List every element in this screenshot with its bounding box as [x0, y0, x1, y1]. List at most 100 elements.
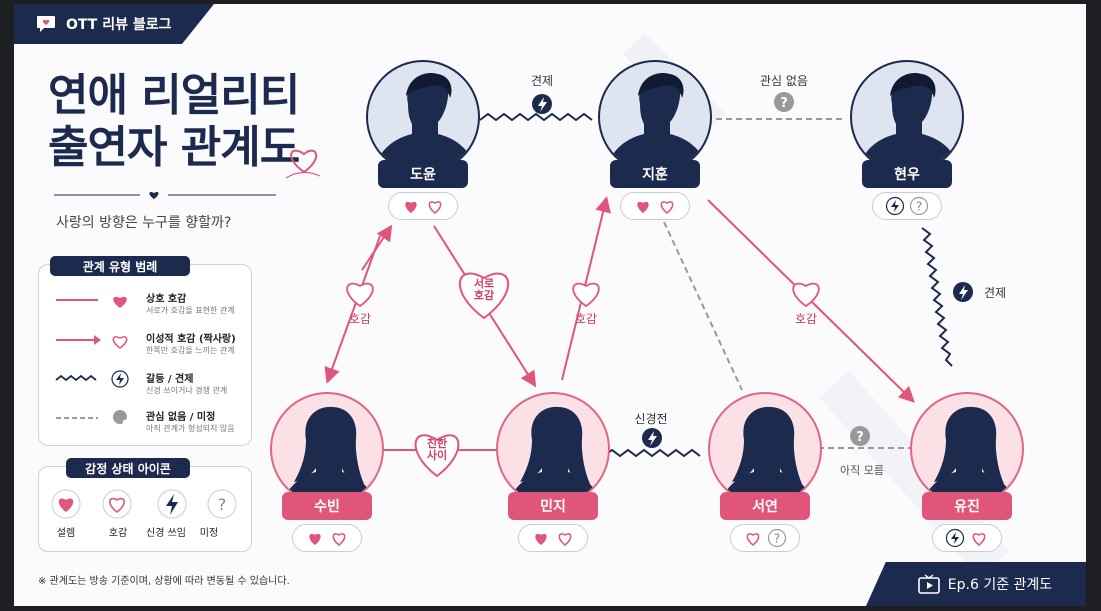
relation-label-doyun-jihun: 견제 — [530, 74, 554, 88]
relation-label-subin-minji: 친한 사이 — [426, 437, 448, 463]
emotion-legend-icons: ? — [51, 489, 237, 519]
filled-heart-icon — [58, 498, 74, 512]
legend-item-undecided: 관심 없음 / 미정 아직 관계가 형성되지 않음 — [146, 412, 235, 433]
title-divider — [54, 191, 276, 199]
emotion-label-like: 호감 — [108, 528, 128, 539]
question-icon — [850, 426, 870, 446]
heart-label-jihun-minji — [572, 282, 600, 308]
lightning-icon — [885, 196, 905, 216]
emotion-legend-labels: 설렘 호감 신경 쓰임 미정 — [46, 524, 246, 539]
emotion-label-annoyed: 신경 쓰임 — [146, 528, 186, 539]
outline-heart-icon — [660, 201, 674, 214]
filled-heart-icon — [535, 533, 547, 545]
relation-label-doyun-minji: 서로 호감 — [473, 277, 495, 303]
crush-line-doyun-arrow — [361, 224, 393, 271]
emotion-pill — [388, 192, 458, 220]
person-name: 유진 — [922, 492, 1012, 520]
relation-label-jihun-yujin: 호감 — [794, 312, 818, 326]
outline-heart-icon — [428, 201, 442, 214]
subtitle: 사랑의 방향은 누구를 향할까? — [56, 215, 232, 231]
heart-label-doyun-subin — [346, 282, 374, 308]
filled-heart-icon — [309, 533, 321, 545]
person-node-doyun: 도윤 — [366, 60, 480, 230]
blog-tag: OTT 리뷰 블로그 — [14, 4, 214, 44]
male-silhouette-icon — [366, 60, 480, 174]
footer-note: ※ 관계도는 방송 기준이며, 상황에 따라 변동될 수 있습니다. — [38, 576, 290, 587]
heart-label-jihun-yujin — [792, 282, 820, 308]
legend-item-conflict: 갈등 / 견제 신경 쓰이거나 경쟁 관계 — [146, 374, 228, 395]
female-silhouette-icon — [910, 392, 1024, 506]
episode-label: Ep.6 기준 관계도 — [947, 577, 1053, 593]
emotion-pill — [518, 524, 588, 552]
relation-label-seoyeon-yujin: 아직 모름 — [840, 464, 884, 477]
outline-heart-icon — [112, 336, 128, 349]
emotion-label-excited: 설렘 — [56, 528, 76, 539]
tv-icon — [917, 574, 940, 594]
question-icon — [774, 92, 794, 112]
person-name: 현우 — [862, 160, 952, 188]
relation-label-jihun-hyunwoo: 관심 없음 — [760, 74, 808, 88]
big-heart-friend — [414, 434, 460, 478]
speech-heart-icon — [36, 15, 56, 33]
lightning-icon — [945, 528, 965, 548]
blog-name: OTT 리뷰 블로그 — [66, 17, 172, 33]
emotion-label-undecided: 미정 — [199, 528, 219, 539]
person-node-hyunwoo: 현우? — [850, 60, 964, 230]
relation-label-minji-seoyeon: 신경전 — [634, 412, 668, 426]
person-name: 도윤 — [378, 160, 468, 188]
person-node-yujin: 유진 — [910, 392, 1024, 562]
filled-heart-icon — [637, 201, 649, 213]
emotion-legend-title: 감정 상태 아이콘 — [66, 458, 190, 478]
title-heart-icon — [285, 149, 321, 179]
emotion-pill — [620, 192, 690, 220]
filled-heart-icon — [113, 296, 127, 308]
crush-line-subin-doyun — [324, 235, 381, 384]
legend-symbols — [55, 296, 130, 427]
svg-text:?: ? — [856, 430, 864, 445]
outline-heart-icon — [558, 533, 572, 546]
person-name: 서연 — [720, 492, 810, 520]
female-silhouette-icon — [708, 392, 822, 506]
relation-label-jihun-minji: 호감 — [574, 312, 598, 326]
question-icon: ? — [909, 196, 929, 216]
relation-legend-title: 관계 유형 범례 — [50, 256, 190, 276]
emotion-pill — [292, 524, 362, 552]
relation-legend — [38, 264, 252, 446]
male-silhouette-icon — [850, 60, 964, 174]
question-icon — [113, 410, 127, 424]
relation-label-hyunwoo-yujin: 견제 — [983, 286, 1007, 300]
legend-item-mutual: 상호 호감 서로가 호감을 표현한 관계 — [146, 294, 235, 315]
question-icon: ? — [767, 528, 787, 548]
filled-heart-icon — [405, 201, 417, 213]
person-name: 민지 — [508, 492, 598, 520]
lightning-icon — [116, 373, 124, 385]
question-icon: ? — [218, 495, 227, 514]
outline-heart-icon — [332, 533, 346, 546]
person-node-seoyeon: 서연? — [708, 392, 822, 562]
emotion-pill — [932, 524, 1002, 552]
legend-item-crush: 이성적 호감 (짝사랑) 한쪽만 호감을 느끼는 관계 — [146, 334, 236, 355]
title-line-2: 출연자 관계도 — [48, 121, 300, 173]
svg-text:?: ? — [774, 532, 780, 546]
conflict-line-sample — [55, 374, 97, 382]
outline-heart-icon — [972, 533, 986, 546]
conflict-line-hyunwoo-yujin — [921, 227, 953, 367]
outline-heart-icon — [746, 533, 760, 546]
female-silhouette-icon — [496, 392, 610, 506]
undecided-line-jihun-seoyeon — [663, 221, 743, 391]
svg-text:?: ? — [780, 96, 788, 111]
emotion-pill: ? — [872, 192, 942, 220]
person-name: 지훈 — [610, 160, 700, 188]
conflict-line-doyun-jihun — [479, 112, 593, 122]
person-node-jihun: 지훈 — [598, 60, 712, 230]
big-heart-mutual — [458, 272, 510, 320]
title-line-1: 연애 리얼리티 — [48, 70, 300, 121]
episode-badge: Ep.6 기준 관계도 — [866, 562, 1086, 606]
relation-label-doyun-subin: 호감 — [348, 312, 372, 326]
person-name: 수빈 — [282, 492, 372, 520]
emotion-pill: ? — [730, 524, 800, 552]
person-node-minji: 민지 — [496, 392, 610, 562]
svg-text:?: ? — [916, 200, 922, 214]
outline-heart-icon — [109, 497, 125, 513]
